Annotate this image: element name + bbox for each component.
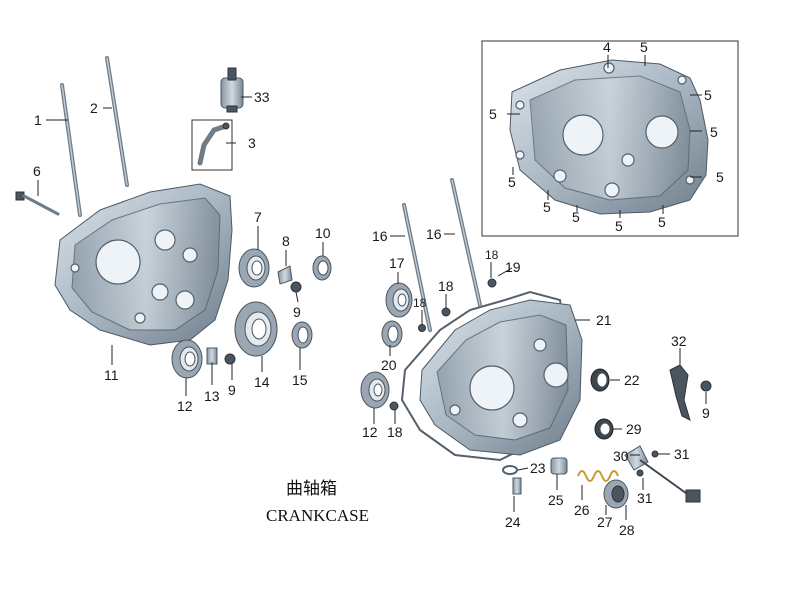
leader-lines	[37, 96, 707, 520]
label-part-12-left: 12	[177, 398, 193, 414]
bearing-12-right	[360, 371, 390, 409]
label-part-27: 27	[597, 514, 613, 530]
bracket-8	[277, 265, 293, 285]
label-part-15: 15	[292, 372, 308, 388]
label-part-18-d: 18	[387, 424, 403, 440]
label-part-26: 26	[574, 502, 590, 518]
plate-13	[206, 347, 218, 365]
caption-chinese: 曲轴箱	[286, 479, 337, 499]
label-part-18-a: 18	[438, 278, 454, 294]
inset-crankcase-half	[509, 59, 709, 215]
inset-bearing-bore-left	[562, 114, 604, 156]
label-part-31-b: 31	[637, 490, 653, 506]
caption-english: CRANKCASE	[266, 506, 369, 525]
guard-32	[669, 364, 691, 421]
label-part-21: 21	[596, 312, 612, 328]
bearing-17	[385, 282, 413, 318]
label-part-16-a: 16	[372, 228, 388, 244]
label-part-24: 24	[505, 514, 521, 530]
label-part-33: 33	[254, 89, 270, 105]
label-part-7: 7	[254, 209, 262, 225]
pipe-3-frame	[191, 119, 233, 171]
bearing-12-left	[171, 339, 203, 379]
label-part-22: 22	[624, 372, 640, 388]
dowel-18-b	[441, 307, 451, 317]
pipe-3	[197, 122, 230, 166]
dowel-18-d	[389, 401, 399, 411]
label-part-28: 28	[619, 522, 635, 538]
label-part-9-a: 9	[293, 304, 301, 320]
label-part-9-c: 9	[702, 405, 710, 421]
bearing-20	[381, 320, 403, 348]
label-part-5-d: 5	[710, 124, 718, 140]
plug-25	[550, 457, 568, 475]
label-part-5-i: 5	[615, 218, 623, 234]
stud-bolts-right	[402, 178, 482, 332]
seal-15	[291, 321, 313, 349]
label-part-5-c: 5	[704, 87, 712, 103]
label-part-18-c: 18	[413, 296, 427, 310]
label-part-9-b: 9	[228, 382, 236, 398]
clip-23	[502, 465, 518, 475]
label-part-17: 17	[389, 255, 405, 271]
bearing-7	[238, 248, 270, 288]
label-part-23: 23	[530, 460, 546, 476]
label-part-29: 29	[626, 421, 642, 437]
label-part-5-f: 5	[508, 174, 516, 190]
inset-bearing-bore-right	[645, 115, 679, 149]
dowel-18-a	[487, 278, 497, 288]
label-part-8: 8	[282, 233, 290, 249]
inset-leaders	[507, 55, 702, 218]
label-part-4: 4	[603, 39, 611, 55]
filter-33	[220, 67, 244, 113]
bolt-9-a	[290, 281, 302, 293]
label-part-5-g: 5	[543, 199, 551, 215]
spring-26	[577, 470, 619, 482]
label-part-19: 19	[505, 259, 521, 275]
dowel-18-c	[418, 324, 426, 332]
label-part-14: 14	[254, 374, 270, 390]
label-part-32: 32	[671, 333, 687, 349]
label-part-13: 13	[204, 388, 220, 404]
label-part-31-a: 31	[674, 446, 690, 462]
bolt-6	[15, 191, 60, 216]
label-part-5-b: 5	[489, 106, 497, 122]
label-part-18-b: 18	[485, 248, 499, 262]
left-case-main-bore	[95, 239, 141, 285]
label-part-10: 10	[315, 225, 331, 241]
label-part-5-j: 5	[658, 214, 666, 230]
label-part-2: 2	[90, 100, 98, 116]
right-case-main-bore	[469, 365, 515, 411]
label-part-11: 11	[104, 367, 119, 383]
seal-29	[594, 418, 614, 440]
bolt-24	[512, 477, 522, 495]
label-part-6: 6	[33, 163, 41, 179]
right-crankcase-half	[419, 299, 583, 456]
seal-10	[312, 255, 332, 281]
bolt-31-b	[636, 469, 644, 477]
seal-22	[590, 368, 610, 392]
bolt-31-a	[651, 450, 659, 458]
bearing-14	[234, 301, 278, 357]
label-part-25: 25	[548, 492, 564, 508]
label-part-5-h: 5	[572, 209, 580, 225]
label-part-16-b: 16	[426, 226, 442, 242]
part-labels: 1 2 3 33 6 7 8 9 10 11 12 13 9 14 15 16 …	[33, 39, 724, 538]
bolt-9-c	[700, 380, 712, 392]
label-part-5-a: 5	[640, 39, 648, 55]
label-part-1: 1	[34, 112, 42, 128]
label-part-20: 20	[381, 357, 397, 373]
sensor-30	[624, 445, 701, 503]
bolt-9-b	[224, 353, 236, 365]
label-part-30: 30	[613, 448, 629, 464]
label-part-12-right: 12	[362, 424, 378, 440]
cap-27-28	[603, 479, 629, 509]
inset-frame	[481, 40, 739, 237]
left-crankcase-half	[54, 183, 233, 346]
stud-bolts-left	[60, 56, 129, 217]
label-part-5-e: 5	[716, 169, 724, 185]
label-part-3: 3	[248, 135, 256, 151]
